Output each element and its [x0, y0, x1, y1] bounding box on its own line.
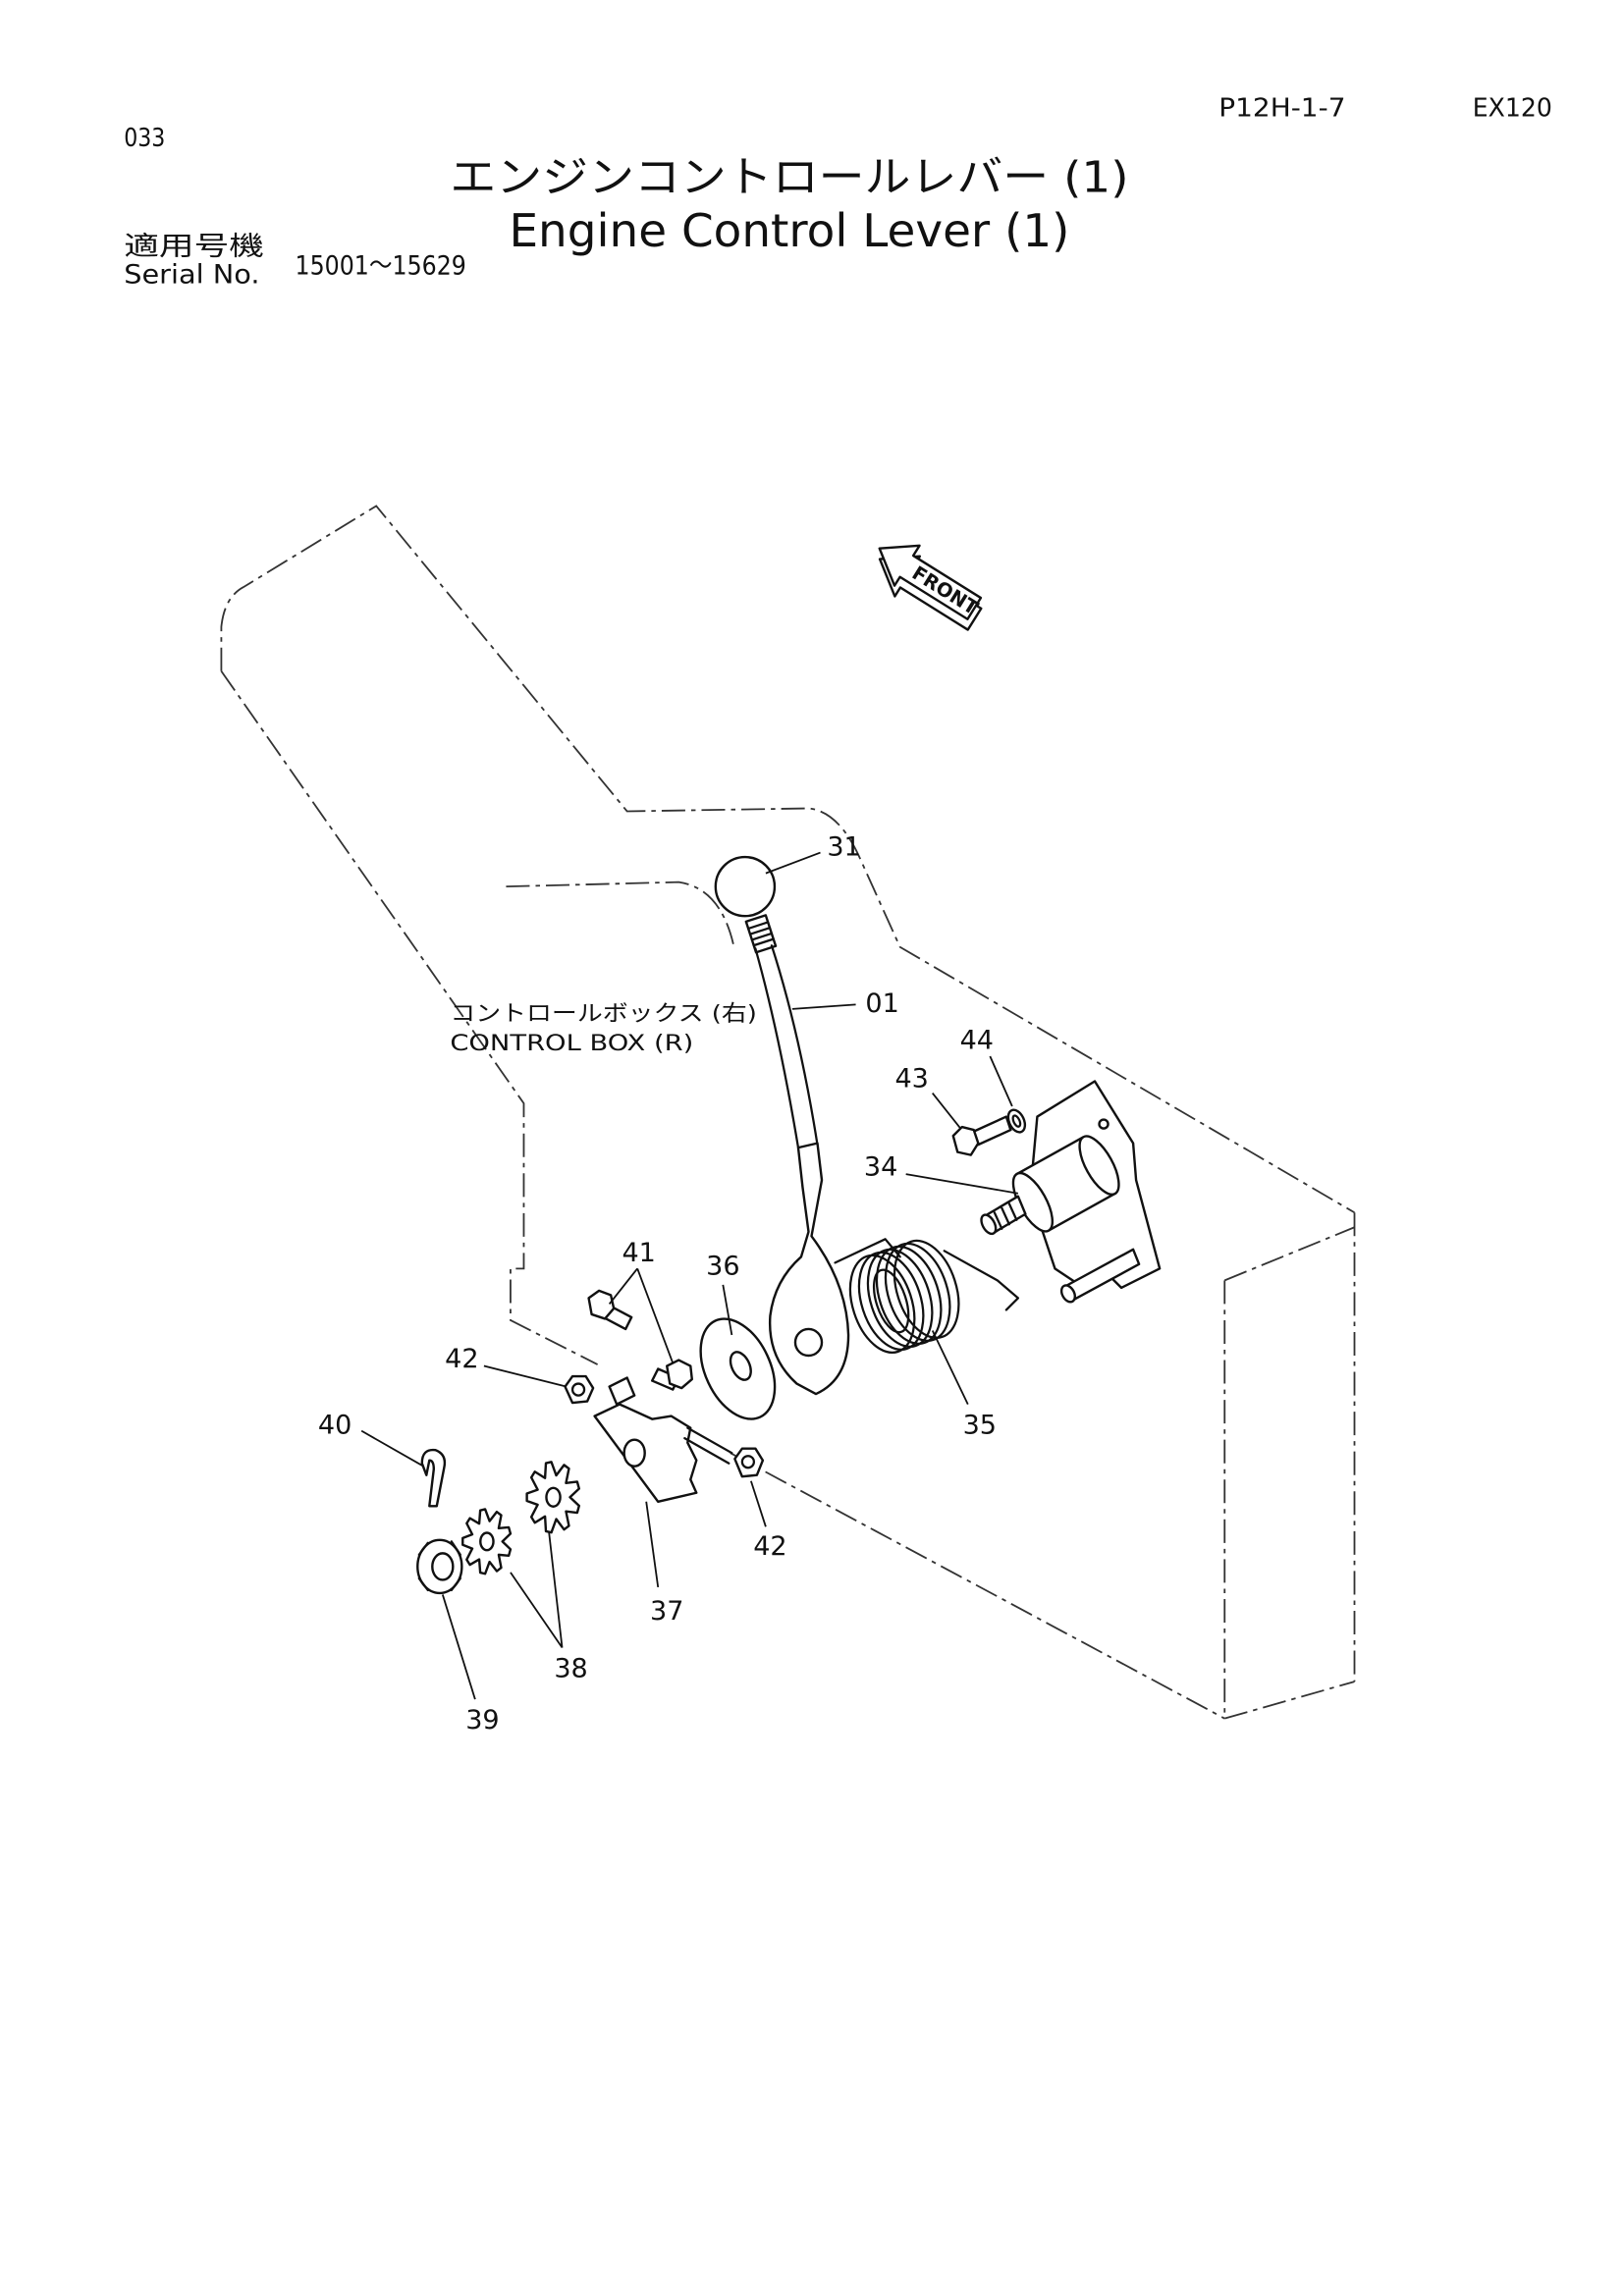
washer-part-36 — [699, 1317, 777, 1420]
callouts: 31 01 44 43 34 41 36 42 40 35 42 37 38 3… — [318, 832, 997, 1736]
star-washer-hole — [545, 1486, 562, 1508]
callout-42-right: 42 — [753, 1531, 786, 1562]
bolts-part-41 — [587, 1289, 693, 1391]
callout-38: 38 — [554, 1654, 587, 1684]
control-box-label-en: CONTROL BOX (R) — [450, 1031, 693, 1056]
lever-part-01 — [744, 914, 850, 1396]
callout-40: 40 — [318, 1411, 352, 1441]
leader-lines — [360, 851, 1019, 1700]
plate-part-37 — [593, 1376, 733, 1503]
page-number: 033 — [124, 124, 165, 153]
bolt-part-43 — [951, 1115, 1012, 1156]
spring-part-35 — [834, 1238, 1020, 1355]
star-washer — [461, 1508, 513, 1575]
nut-part-42-right — [733, 1447, 765, 1478]
callout-39: 39 — [465, 1705, 499, 1735]
serial-label-en: Serial No. — [124, 260, 259, 291]
title-en: Engine Control Lever (1) — [509, 204, 1069, 257]
washer-part-44 — [1006, 1108, 1027, 1134]
serial-label-ja: 適用号機 — [124, 232, 264, 262]
callout-31: 31 — [827, 832, 860, 863]
star-washer — [525, 1461, 581, 1534]
control-box-outline — [220, 505, 1356, 1720]
star-washers-part-38 — [461, 1461, 581, 1575]
star-washer-hole — [479, 1531, 495, 1552]
cotter-pin-part-40 — [420, 1448, 447, 1508]
model-name: EX120 — [1473, 94, 1552, 124]
callout-34: 34 — [864, 1152, 897, 1183]
nut-part-42-left — [564, 1374, 595, 1405]
serial-range: 15001～15629 — [296, 251, 466, 282]
control-box-label: コントロールボックス (右) CONTROL BOX (R) — [450, 1001, 757, 1056]
callout-37: 37 — [650, 1596, 683, 1627]
front-arrow-icon: FRONT — [878, 544, 983, 631]
callout-35: 35 — [963, 1411, 997, 1441]
nut-part-39 — [416, 1538, 463, 1595]
knob-part-31 — [714, 855, 777, 918]
callout-43: 43 — [894, 1064, 928, 1095]
callout-36: 36 — [706, 1251, 739, 1281]
page-code: P12H-1-7 — [1218, 94, 1345, 124]
control-box-label-ja: コントロールボックス (右) — [450, 1001, 757, 1027]
callout-44: 44 — [960, 1025, 994, 1055]
callout-42-left: 42 — [445, 1344, 478, 1374]
callout-41: 41 — [622, 1238, 655, 1268]
page-header: P12H-1-7 EX120 033 エンジンコントロールレバー (1) Eng… — [124, 94, 1552, 291]
callout-01: 01 — [865, 988, 898, 1019]
damper-part-34 — [980, 1080, 1162, 1304]
title-ja: エンジンコントロールレバー (1) — [450, 153, 1128, 202]
